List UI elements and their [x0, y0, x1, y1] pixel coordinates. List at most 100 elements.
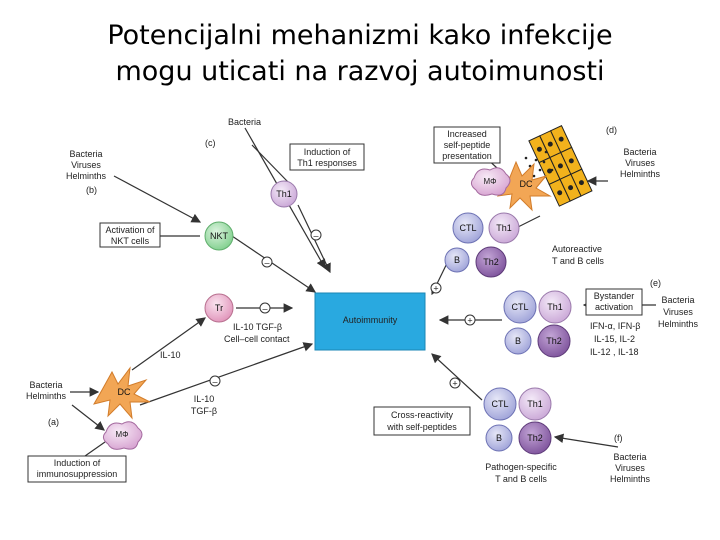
- sign-minus-th1: –: [310, 229, 322, 241]
- svg-text:presentation: presentation: [442, 151, 492, 161]
- cytokine-labels: IFN-α, IFN-β IL-15, IL-2 IL-12 , IL-18: [590, 321, 640, 357]
- arrow-nkt-to-center: [231, 235, 316, 293]
- panel-letters: (c) (b) (a) (d) (e) (f): [48, 125, 661, 443]
- svg-text:Th1 responses: Th1 responses: [297, 158, 357, 168]
- svg-text:Helminths: Helminths: [66, 171, 107, 181]
- svg-text:NKT: NKT: [210, 231, 229, 241]
- svg-text:IL-10: IL-10: [194, 394, 215, 404]
- cell-ctl: CTL: [452, 212, 484, 244]
- svg-text:+: +: [433, 284, 438, 294]
- svg-text:Bacteria: Bacteria: [623, 147, 656, 157]
- sign-plus-crossreactive: +: [449, 377, 461, 389]
- il10-tgf-labels: IL-10 TGF-β: [191, 394, 217, 416]
- box-nkt-activation: Activation of NKT cells: [99, 222, 161, 248]
- line-box-immunosuppression: [84, 441, 106, 457]
- svg-text:Th1: Th1: [547, 302, 563, 312]
- svg-text:MΦ: MΦ: [115, 430, 128, 439]
- sign-minus-mo: –: [209, 375, 221, 387]
- box-th1-induction: Induction of Th1 responses: [289, 143, 365, 171]
- svg-text:activation: activation: [595, 302, 633, 312]
- svg-text:Helminths: Helminths: [26, 391, 67, 401]
- svg-text:with self-peptides: with self-peptides: [386, 422, 457, 432]
- box-self-peptide: Increased self-peptide presentation: [433, 126, 501, 164]
- svg-text:NKT cells: NKT cells: [111, 236, 150, 246]
- svg-text:Bacteria: Bacteria: [69, 149, 102, 159]
- svg-text:Induction of: Induction of: [54, 458, 101, 468]
- sign-minus-tr: –: [259, 302, 271, 314]
- cell-ctl: CTL: [503, 290, 537, 324]
- svg-text:–: –: [313, 231, 318, 241]
- svg-text:Bystander: Bystander: [594, 291, 635, 301]
- panel-d: (d): [606, 125, 617, 135]
- cell-th1: Th1: [518, 387, 552, 421]
- svg-text:Th1: Th1: [527, 399, 543, 409]
- cell-tr: Tr: [204, 293, 234, 323]
- cell-macrophage-left: MΦ: [102, 421, 143, 450]
- svg-text:Helminths: Helminths: [658, 319, 699, 329]
- svg-text:Th2: Th2: [527, 433, 543, 443]
- svg-text:Activation of: Activation of: [105, 225, 155, 235]
- svg-text:Bacteria: Bacteria: [613, 452, 646, 462]
- signs: – – – – + + +: [209, 229, 476, 389]
- cell-th1-left: Th1: [270, 180, 298, 208]
- svg-text:IFN-α, IFN-β: IFN-α, IFN-β: [590, 321, 640, 331]
- line-box-th1: [251, 144, 289, 183]
- cluster-pathogen-specific: CTL Th1 B Th2: [483, 387, 552, 455]
- cell-nkt: NKT: [204, 221, 234, 251]
- svg-text:+: +: [452, 379, 457, 389]
- svg-text:Cell–cell contact: Cell–cell contact: [224, 334, 290, 344]
- arrow-mo-to-center: [139, 342, 314, 406]
- cell-th2: Th2: [518, 421, 552, 455]
- svg-text:Increased: Increased: [447, 129, 487, 139]
- pathogen-specific-label: Pathogen-specific T and B cells: [485, 462, 557, 484]
- svg-text:Helminths: Helminths: [610, 474, 651, 484]
- arrow-source-f: [553, 433, 619, 448]
- svg-text:CTL: CTL: [459, 223, 476, 233]
- svg-text:Induction of: Induction of: [304, 147, 351, 157]
- svg-text:Viruses: Viruses: [625, 158, 655, 168]
- sign-plus-bystander: +: [464, 314, 476, 326]
- svg-text:B: B: [515, 336, 521, 346]
- arrow-crossreactive-to-center: [431, 353, 483, 401]
- cell-th1: Th1: [488, 212, 520, 244]
- svg-text:TGF-β: TGF-β: [191, 406, 217, 416]
- svg-text:IL-10 TGF-β: IL-10 TGF-β: [233, 322, 282, 332]
- svg-text:Viruses: Viruses: [615, 463, 645, 473]
- title-line-1: Potencijalni mehanizmi kako infekcije: [107, 20, 613, 51]
- arrow-dc-to-tr: [131, 317, 206, 371]
- svg-text:–: –: [212, 377, 217, 387]
- svg-text:–: –: [264, 258, 269, 268]
- svg-text:Bacteria: Bacteria: [661, 295, 694, 305]
- autoimmunity-label: Autoimmunity: [343, 315, 398, 325]
- svg-text:Viruses: Viruses: [71, 160, 101, 170]
- panel-b: (b): [86, 185, 97, 195]
- svg-text:Th1: Th1: [276, 189, 292, 199]
- svg-text:CTL: CTL: [491, 399, 508, 409]
- svg-text:DC: DC: [520, 179, 533, 189]
- arrow-source-a-to-mo: [71, 404, 105, 431]
- svg-text:Pathogen-specific: Pathogen-specific: [485, 462, 557, 472]
- source-c-bacteria: Bacteria: [228, 117, 261, 127]
- cell-dc-right: DC: [496, 160, 552, 212]
- svg-text:B: B: [454, 255, 460, 265]
- svg-text:Helminths: Helminths: [620, 169, 661, 179]
- panel-f: (f): [614, 433, 623, 443]
- svg-text:T and B cells: T and B cells: [495, 474, 547, 484]
- panel-c: (c): [205, 138, 216, 148]
- svg-text:DC: DC: [118, 387, 131, 397]
- svg-text:Viruses: Viruses: [663, 307, 693, 317]
- svg-text:IL-12 , IL-18: IL-12 , IL-18: [590, 347, 639, 357]
- cell-b: B: [444, 247, 470, 273]
- svg-text:Cross-reactivity: Cross-reactivity: [391, 410, 454, 420]
- tr-output-labels: IL-10 TGF-β Cell–cell contact: [224, 322, 290, 344]
- autoimmunity-box: Autoimmunity: [314, 292, 426, 351]
- cell-th2: Th2: [475, 246, 507, 278]
- svg-text:B: B: [496, 433, 502, 443]
- svg-text:immunosuppression: immunosuppression: [37, 469, 118, 479]
- svg-text:MΦ: MΦ: [483, 177, 496, 186]
- autoreactive-label: Autoreactive T and B cells: [552, 244, 604, 266]
- box-immunosuppression: Induction of immunosuppression: [27, 455, 127, 483]
- cell-b: B: [504, 327, 532, 355]
- source-a: Bacteria Helminths: [26, 380, 67, 401]
